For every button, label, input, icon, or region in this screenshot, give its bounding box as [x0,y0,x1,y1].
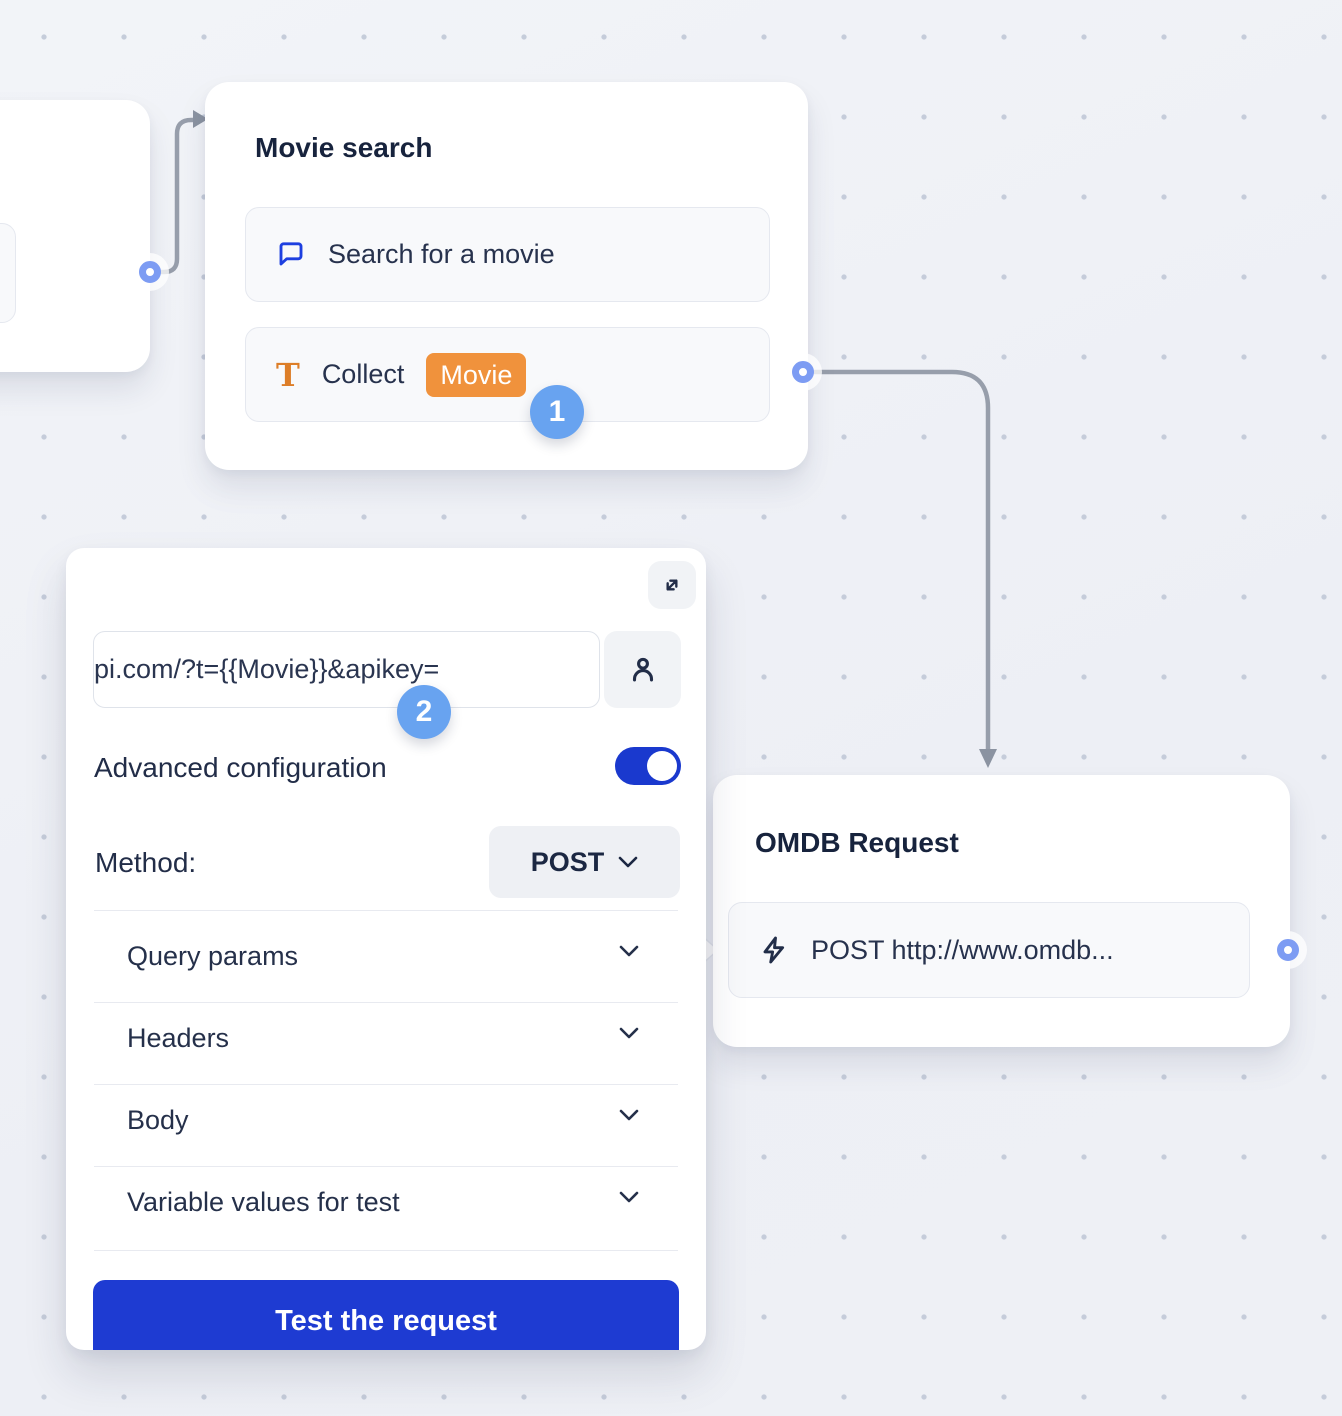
section-body[interactable]: Body [66,1100,706,1140]
chevron-down-icon [618,856,638,868]
block-label: Search for a movie [328,239,555,269]
text-icon: T [276,355,300,394]
partial-node-item[interactable] [0,223,16,323]
partial-node-card[interactable] [0,100,150,372]
block-label: Collect [321,359,405,389]
section-variable-values[interactable]: Variable values for test [66,1182,706,1222]
section-query-params[interactable]: Query params [66,936,706,976]
method-value: POST [530,846,605,877]
node-title: Movie search [255,132,433,163]
method-dropdown[interactable]: POST [489,826,680,898]
webhook-config-panel: api.com/?t={{Movie}}&apikey= Advanced co… [66,548,706,1350]
chevron-down-icon[interactable] [618,1108,640,1122]
collect-movie-block[interactable]: T Collect Movie [245,327,770,422]
chat-bubble-icon [276,240,306,270]
person-icon [632,657,653,681]
variables-button[interactable] [604,631,681,708]
section-label: Variable values for test [127,1187,400,1217]
output-port[interactable] [139,261,161,283]
section-headers[interactable]: Headers [66,1018,706,1058]
chevron-down-icon[interactable] [618,1026,640,1040]
block-label: POST http://www.omdb... [811,934,1114,965]
expand-button[interactable] [648,561,696,609]
divider [94,910,678,911]
movie-search-node[interactable]: Movie search Search for a movie T Collec… [205,82,808,470]
webhook-block[interactable]: POST http://www.omdb... [728,902,1250,998]
advanced-configuration-toggle[interactable] [615,747,681,785]
section-label: Body [127,1105,189,1135]
step-badge-1: 1 [530,385,584,439]
search-for-movie-block[interactable]: Search for a movie [245,207,770,302]
test-request-button[interactable]: Test the request [93,1280,679,1350]
url-input[interactable]: api.com/?t={{Movie}}&apikey= [93,631,600,708]
chevron-down-icon[interactable] [618,1190,640,1204]
expand-icon [666,579,678,591]
output-port[interactable] [1277,939,1299,961]
advanced-configuration-label: Advanced configuration [94,752,387,783]
step-badge-2: 2 [397,685,451,739]
url-input-value: api.com/?t={{Movie}}&apikey= [93,654,440,684]
section-label: Headers [127,1023,230,1053]
method-label: Method: [95,847,197,878]
divider [94,1250,678,1251]
divider [94,1166,678,1167]
divider [94,1002,678,1003]
variable-chip[interactable]: Movie [426,352,527,397]
output-port[interactable] [792,361,814,383]
divider [94,1084,678,1085]
omdb-request-node[interactable]: OMDB Request POST http://www.omdb... [713,775,1290,1047]
chevron-down-icon[interactable] [618,944,640,958]
section-label: Query params [127,941,299,971]
node-title: OMDB Request [755,827,959,858]
toggle-knob [647,751,677,781]
lightning-icon [759,935,789,965]
